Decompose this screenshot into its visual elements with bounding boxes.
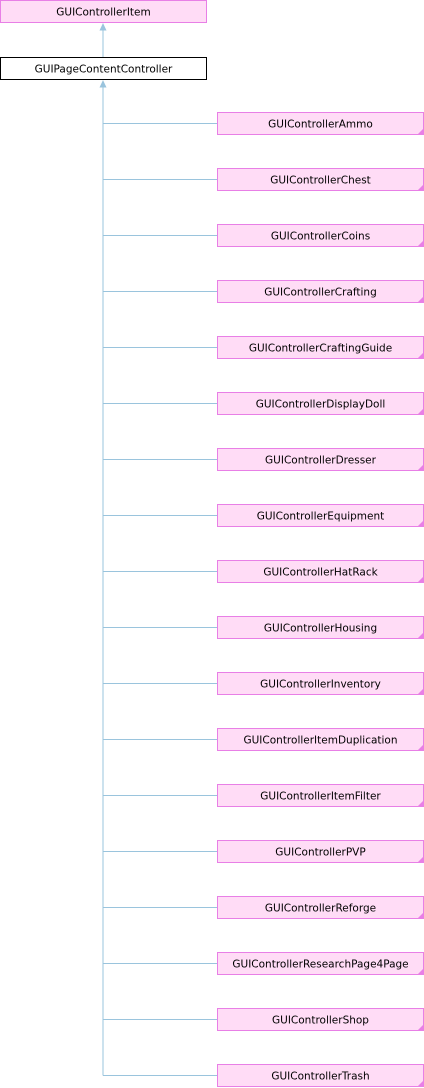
child-class-label: GUIControllerCoins <box>271 231 370 243</box>
child-class-node[interactable]: GUIControllerTrash <box>217 1064 424 1087</box>
child-class-label: GUIControllerItemFilter <box>260 791 381 803</box>
child-class-node[interactable]: GUIControllerCraftingGuide <box>217 336 424 359</box>
edges-layer <box>99 23 218 1076</box>
child-class-label: GUIControllerResearchPage4Page <box>232 959 408 971</box>
corner-mark-icon <box>417 632 424 639</box>
corner-mark-icon <box>417 464 424 471</box>
child-class-label: GUIControllerPVP <box>275 847 365 859</box>
root-class-box <box>0 0 207 23</box>
child-class-label: GUIControllerDresser <box>265 455 377 467</box>
corner-mark-icon <box>417 856 424 863</box>
corner-mark-icon <box>417 744 424 751</box>
child-class-node[interactable]: GUIControllerShop <box>217 1008 424 1031</box>
child-class-label: GUIControllerItemDuplication <box>243 735 397 747</box>
child-class-label: GUIControllerReforge <box>265 903 376 915</box>
root-class-node[interactable]: GUIControllerItem <box>0 0 207 23</box>
arrowhead-to-root <box>99 23 107 31</box>
child-class-node[interactable]: GUIControllerResearchPage4Page <box>217 952 424 975</box>
child-class-node[interactable]: GUIControllerPVP <box>217 840 424 863</box>
corner-mark-icon <box>417 1080 424 1087</box>
child-class-node[interactable]: GUIControllerItemFilter <box>217 784 424 807</box>
child-class-label: GUIControllerHatRack <box>263 567 378 579</box>
corner-mark-icon <box>417 128 424 135</box>
corner-mark-icon <box>417 688 424 695</box>
child-class-label: GUIControllerTrash <box>271 1071 369 1083</box>
child-class-node[interactable]: GUIControllerItemDuplication <box>217 728 424 751</box>
child-class-label: GUIControllerInventory <box>260 679 381 691</box>
corner-mark-icon <box>417 296 424 303</box>
child-class-node[interactable]: GUIControllerChest <box>217 168 424 191</box>
corner-mark-icon <box>417 1024 424 1031</box>
child-class-label: GUIControllerEquipment <box>257 511 385 523</box>
child-class-label: GUIControllerShop <box>272 1015 369 1027</box>
current-class-box <box>0 57 207 80</box>
corner-mark-icon <box>417 968 424 975</box>
corner-mark-icon <box>417 800 424 807</box>
child-class-node[interactable]: GUIControllerHousing <box>217 616 424 639</box>
child-class-node[interactable]: GUIControllerEquipment <box>217 504 424 527</box>
arrowhead-to-current <box>99 80 107 88</box>
child-class-label: GUIControllerAmmo <box>268 119 373 131</box>
child-class-node[interactable]: GUIControllerAmmo <box>217 112 424 135</box>
child-class-node[interactable]: GUIControllerReforge <box>217 896 424 919</box>
corner-mark-icon <box>417 240 424 247</box>
corner-mark-icon <box>417 408 424 415</box>
child-class-node[interactable]: GUIControllerCoins <box>217 224 424 247</box>
current-class-node[interactable]: GUIPageContentController <box>0 57 207 80</box>
root-class-label: GUIControllerItem <box>56 7 150 19</box>
child-class-label: GUIControllerCrafting <box>264 287 377 299</box>
corner-mark-icon <box>417 352 424 359</box>
corner-mark-icon <box>417 912 424 919</box>
corner-mark-icon <box>417 520 424 527</box>
child-class-label: GUIControllerCraftingGuide <box>249 343 392 355</box>
current-class-label: GUIPageContentController <box>35 64 173 76</box>
child-class-label: GUIControllerChest <box>270 175 371 187</box>
child-class-node[interactable]: GUIControllerDresser <box>217 448 424 471</box>
child-class-label: GUIControllerHousing <box>264 623 377 635</box>
child-class-node[interactable]: GUIControllerCrafting <box>217 280 424 303</box>
child-class-node[interactable]: GUIControllerInventory <box>217 672 424 695</box>
corner-mark-icon <box>417 184 424 191</box>
corner-mark-icon <box>417 576 424 583</box>
child-class-node[interactable]: GUIControllerHatRack <box>217 560 424 583</box>
child-class-label: GUIControllerDisplayDoll <box>256 399 386 411</box>
child-class-node[interactable]: GUIControllerDisplayDoll <box>217 392 424 415</box>
